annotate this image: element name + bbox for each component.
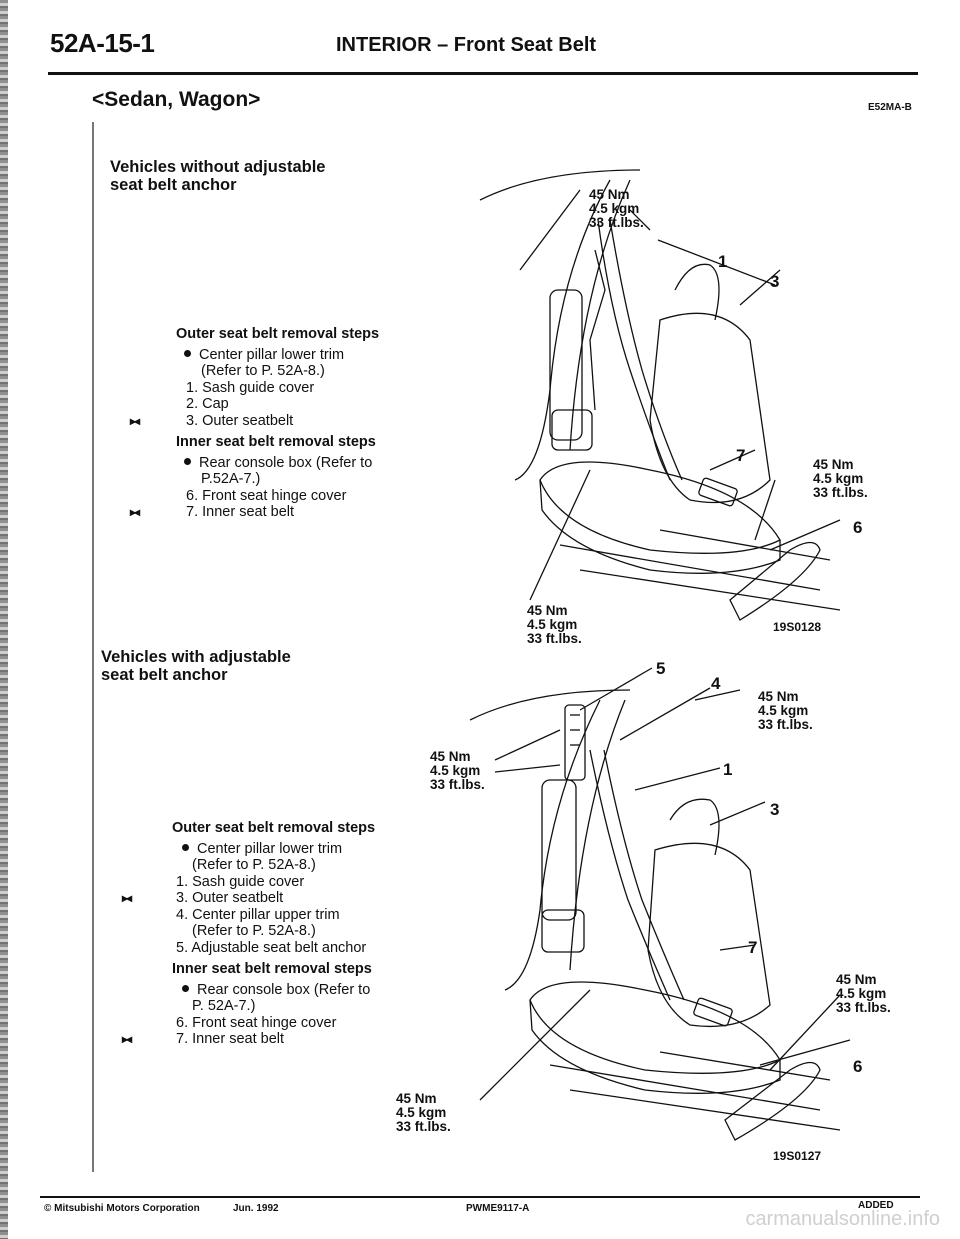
section1-inner-heading: Inner seat belt removal steps (176, 434, 376, 450)
step-text: Rear console box (Refer to (199, 454, 373, 471)
footer-rule (40, 1196, 920, 1198)
step-text: Center pillar lower trim (197, 840, 343, 857)
service-mark-icon: ▸◂ (130, 505, 140, 519)
step-text: 2. Cap (186, 396, 229, 412)
service-mark-icon: ▸◂ (130, 413, 140, 428)
step-text: 6. Front seat hinge cover (176, 1014, 337, 1031)
callout-1b: 1 (723, 760, 733, 779)
step-text: 7. Inner seat belt (176, 1031, 285, 1047)
callout-7b: 7 (748, 938, 758, 957)
callout-5: 5 (656, 659, 666, 678)
watermark: carmanualsonline.info (745, 1208, 940, 1230)
step-text: Center pillar lower trim (199, 346, 345, 363)
subtitle: <Sedan, Wagon> (92, 88, 261, 111)
step-text: Rear console box (Refer to (197, 981, 371, 998)
bullet-icon (184, 349, 191, 357)
header-rule (48, 72, 918, 75)
bullet-icon (182, 984, 189, 992)
section1-title-line2: seat belt anchor (110, 176, 237, 194)
section2-title: Vehicles with adjustable seat belt ancho… (101, 648, 291, 684)
seat-belt-figure-1 (479, 169, 841, 621)
step-text: 5. Adjustable seat belt anchor (176, 939, 367, 956)
section2-title-line2: seat belt anchor (101, 666, 228, 684)
section1-title: Vehicles without adjustable seat belt an… (110, 158, 325, 194)
step-text: 4. Center pillar upper trim (176, 906, 340, 923)
callout-1: 1 (718, 252, 728, 271)
section2-steps: Outer seat belt removal steps Center pil… (122, 818, 376, 1048)
callout-6: 6 (853, 518, 863, 537)
section2-title-line1: Vehicles with adjustable (101, 648, 291, 666)
section1-steps: Outer seat belt removal steps Center pil… (130, 324, 380, 521)
step-text: 3. Outer seatbelt (176, 890, 284, 906)
footer-pub: PWME9117-A (466, 1203, 530, 1214)
footer-company: © Mitsubishi Motors Corporation (44, 1203, 200, 1214)
section1-title-line1: Vehicles without adjustable (110, 158, 326, 176)
section1-outer-heading: Outer seat belt removal steps (176, 326, 380, 342)
step-text: (Refer to P. 52A-8.) (192, 923, 316, 939)
figure-code-1: 19S0128 (773, 620, 822, 634)
page-code: 52A-15-1 (50, 28, 155, 58)
step-text: P. 52A-7.) (192, 998, 256, 1014)
step-text: 3. Outer seatbelt (186, 412, 294, 429)
footer-added: ADDED (858, 1200, 894, 1211)
page-title: INTERIOR – Front Seat Belt (336, 34, 597, 56)
step-text: 1. Sash guide cover (186, 379, 315, 396)
figure-code-2: 19S0127 (773, 1149, 822, 1163)
callout-3: 3 (770, 272, 780, 291)
step-text: P.52A-7.) (201, 471, 261, 487)
seat-belt-figure-2 (469, 667, 851, 1141)
step-text: (Refer to P. 52A-8.) (201, 363, 325, 379)
section2-outer-heading: Outer seat belt removal steps (172, 820, 376, 836)
service-mark-icon: ▸◂ (122, 891, 132, 905)
bullet-icon (182, 843, 189, 851)
callout-4: 4 (711, 674, 721, 693)
binder-edge (0, 0, 8, 1239)
left-margin-rule (92, 122, 94, 1172)
step-text: 7. Inner seat belt (186, 504, 295, 520)
callout-3b: 3 (770, 800, 780, 819)
callout-7: 7 (736, 446, 746, 465)
step-text: 6. Front seat hinge cover (186, 487, 347, 504)
step-text: 1. Sash guide cover (176, 873, 305, 890)
step-text: (Refer to P. 52A-8.) (192, 857, 316, 873)
footer-date: Jun. 1992 (233, 1203, 279, 1214)
section2-inner-heading: Inner seat belt removal steps (172, 961, 372, 977)
service-mark-icon: ▸◂ (122, 1032, 132, 1046)
document-code: E52MA-B (868, 102, 912, 113)
callout-6b: 6 (853, 1057, 863, 1076)
bullet-icon (184, 457, 191, 465)
